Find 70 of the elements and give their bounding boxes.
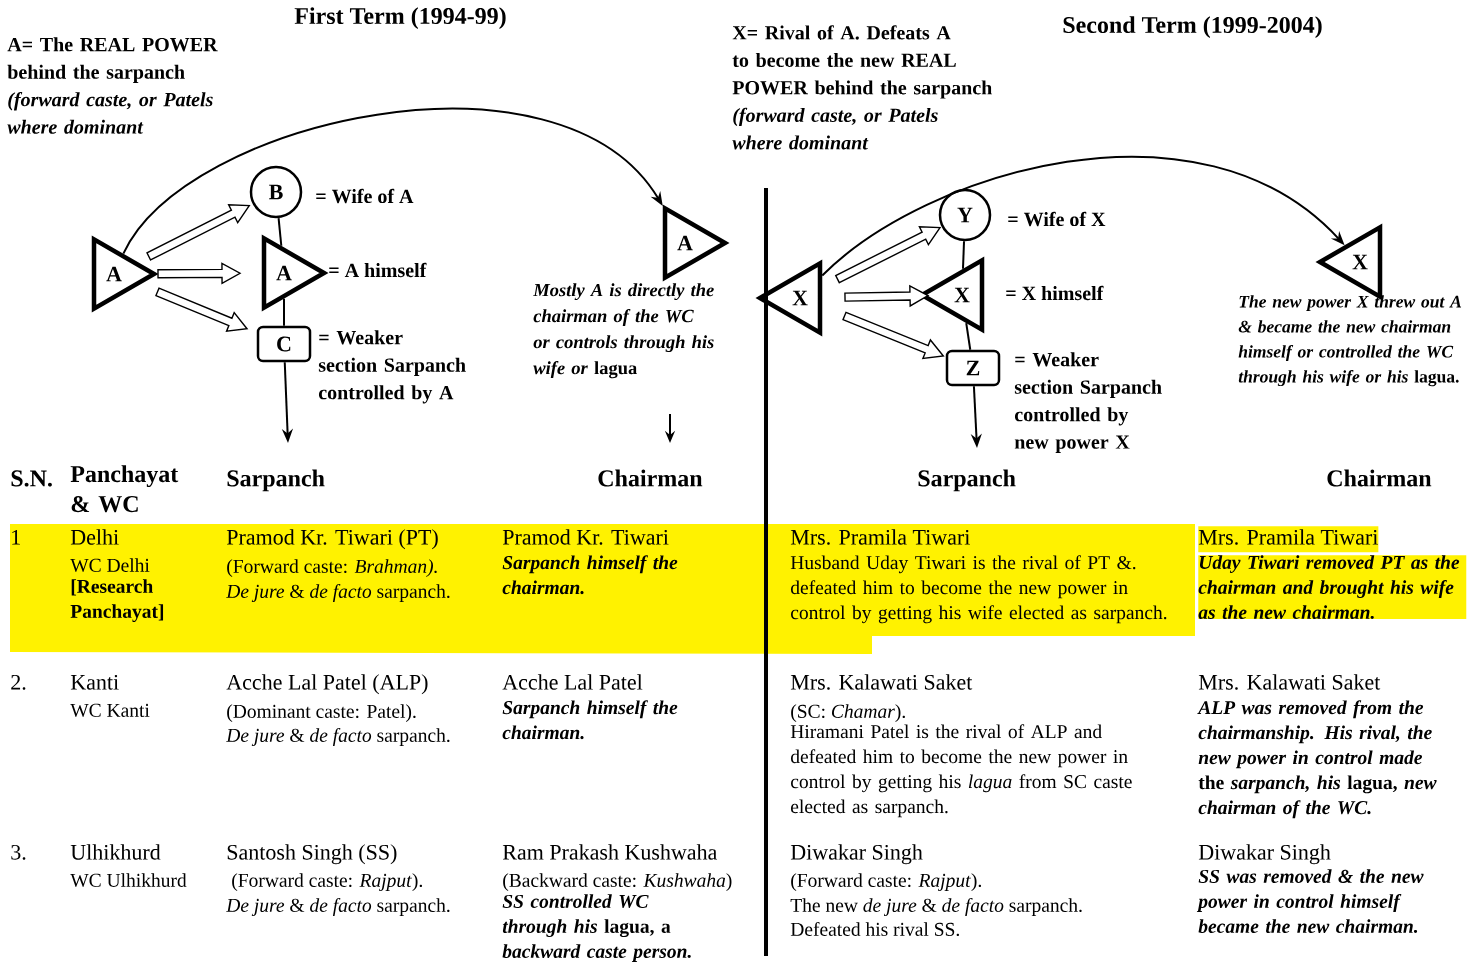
column-heading: Sarpanch bbox=[918, 469, 1016, 492]
table-text: Mrs. Pramila Tiwari bbox=[790, 529, 970, 545]
connector-line bbox=[965, 322, 972, 351]
table-text: Husband Uday Tiwari is the rival of PT &. defeated him to become the new power in control by getting his wife elected as sarpanch. bbox=[790, 555, 1167, 624]
heading: Second Term (1999-2004) bbox=[1063, 16, 1322, 38]
heading: First Term (1994-99) bbox=[294, 7, 506, 29]
table-text: De jure & de facto sarpanch. bbox=[226, 728, 450, 746]
node-caption: = Weaker section Sarpanch controlled by new power X bbox=[1014, 352, 1162, 453]
table-text: Kanti bbox=[70, 674, 119, 690]
table-text: (Dominant caste: Patel). bbox=[227, 704, 416, 722]
table-text: (Forward caste: Rajput). bbox=[791, 873, 981, 891]
block-arrow bbox=[844, 284, 930, 308]
table-text: WC Kanti bbox=[70, 703, 150, 718]
table-text: Ulhikhurd bbox=[70, 844, 161, 860]
node-caption: = Wife of X bbox=[1008, 211, 1106, 227]
table-text: Acche Lal Patel (ALP) bbox=[226, 674, 428, 695]
row-number: 3. bbox=[11, 844, 26, 860]
block-arrow bbox=[155, 287, 249, 332]
connector-line bbox=[277, 217, 283, 247]
rounded-box: Z bbox=[945, 349, 1001, 387]
table-text: De jure & de facto sarpanch. bbox=[226, 584, 450, 602]
table-text: (Forward caste: Brahman). bbox=[227, 559, 437, 577]
table-text: Ram Prakash Kushwaha bbox=[502, 844, 718, 860]
column-heading: S.N. bbox=[11, 470, 52, 487]
connector-line bbox=[962, 240, 965, 270]
table-text: ALP was removed from the chairmanship. His rival, the new power in control made the sarpanch, his lagua, new chairman of the WC. bbox=[1197, 700, 1437, 819]
table-text: (Forward caste: Rajput). bbox=[232, 873, 422, 891]
block-arrow bbox=[146, 204, 251, 261]
column-heading: Chairman bbox=[598, 469, 703, 487]
table-text: Hiramani Patel is the rival of ALP and defeated him to become the new power in control by getting his lagua from SC caste elected as sarpanch. bbox=[790, 724, 1132, 818]
table-text: The new de jure & de facto sarpanch. bbox=[790, 898, 1082, 916]
table-text: Sarpanch himself the chairman. bbox=[502, 700, 678, 740]
table-text: Sarpanch himself the chairman. bbox=[502, 555, 678, 595]
rounded-box: C bbox=[256, 325, 312, 363]
table-text: De jure & de facto sarpanch. bbox=[226, 898, 450, 916]
table-text: (Backward caste: Kushwaha) bbox=[503, 873, 732, 891]
table-text: SS controlled WC through his lagua, a backward caste person. bbox=[502, 894, 691, 962]
row-number: 2. bbox=[11, 674, 26, 690]
table-text: (SC: Chamar). bbox=[791, 704, 905, 722]
table-text: Mrs. Pramila Tiwari bbox=[1198, 526, 1379, 553]
node-caption: = X himself bbox=[1006, 285, 1104, 301]
table-text: Mrs. Kalawati Saket bbox=[1198, 674, 1381, 690]
table-text: [Research Panchayat] bbox=[70, 579, 164, 622]
curved-arrow bbox=[122, 108, 663, 255]
table-text: Mrs. Kalawati Saket bbox=[790, 674, 973, 690]
block-arrow bbox=[157, 262, 242, 285]
annotation-text: A= The REAL POWER behind the sarpanch (forward caste, or Patels where dominant bbox=[7, 37, 218, 134]
table-text: WC Ulhikhurd bbox=[70, 873, 187, 888]
table-text: Santosh Singh (SS) bbox=[227, 844, 397, 865]
node-caption: = A himself bbox=[329, 262, 427, 278]
node-caption: = Weaker section Sarpanch controlled by A bbox=[318, 330, 466, 404]
table-text: SS was removed & the new power in control himself became the new chairman. bbox=[1196, 869, 1424, 934]
connector-line bbox=[283, 297, 285, 327]
table-text: WC Delhi bbox=[70, 558, 150, 573]
block-arrow bbox=[842, 311, 945, 360]
table-text: Delhi bbox=[70, 529, 119, 545]
table-text: Diwakar Singh bbox=[790, 844, 923, 865]
table-text: Defeated his rival SS. bbox=[790, 922, 959, 937]
node-caption: Mostly A is directly the chairman of the WC or controls through his wife or lagua bbox=[533, 283, 714, 379]
table-text: Pramod Kr. Tiwari (PT) bbox=[226, 529, 438, 550]
table-text: Pramod Kr. Tiwari bbox=[502, 529, 669, 545]
table-text: Diwakar Singh bbox=[1198, 844, 1331, 865]
column-heading: Panchayat & WC bbox=[70, 465, 179, 513]
table-text: Acche Lal Patel bbox=[502, 674, 643, 690]
row-number: 1 bbox=[12, 529, 20, 545]
annotation-text: X= Rival of A. Defeats A to become the new REAL POWER behind the sarpanch (forward caste, or Patels where dominant bbox=[732, 25, 992, 150]
column-heading: Chairman bbox=[1327, 469, 1432, 487]
table-text: Uday Tiwari removed PT as the chairman and brought his wife as the new chairman. bbox=[1198, 555, 1467, 620]
node-caption: = Wife of A bbox=[316, 188, 414, 204]
column-heading: Sarpanch bbox=[227, 469, 325, 492]
